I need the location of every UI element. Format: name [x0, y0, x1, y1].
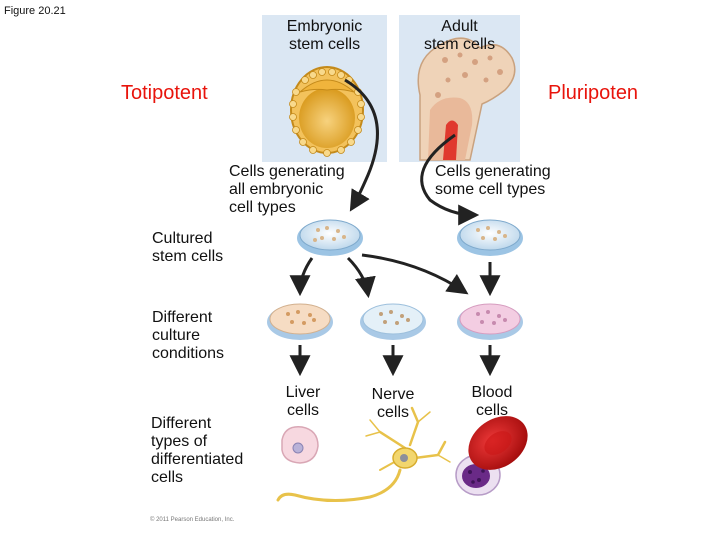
nerve-cell-illustration	[276, 406, 451, 503]
condition-dish-blood	[457, 303, 523, 340]
blood-cells-illustration	[455, 416, 528, 496]
figure-label: Figure 20.21	[4, 5, 66, 17]
totipotent-label: Totipotent	[121, 82, 208, 104]
condition-dish-nerve	[360, 303, 426, 340]
bone-illustration	[417, 37, 516, 161]
embryonic-cells-caption: Cells generating all embryonic cell type…	[229, 163, 345, 216]
pluripotent-label: Pluripoten	[548, 82, 639, 104]
blastocyst-illustration	[289, 66, 365, 157]
adult-cells-caption: Cells generating some cell types	[435, 163, 551, 198]
differentiated-cells-label: Different types of differentiated cells	[151, 415, 244, 486]
cultured-dish-adult	[457, 219, 523, 256]
copyright-notice: © 2011 Pearson Education, Inc.	[150, 517, 235, 523]
cultured-stem-cells-label: Cultured stem cells	[152, 230, 224, 265]
condition-dish-liver	[267, 303, 333, 340]
liver-cell-illustration	[281, 426, 319, 464]
embryonic-stem-cells-label: Embryonic stem cells	[286, 18, 363, 53]
liver-cells-label: Liver cells	[285, 384, 321, 419]
culture-conditions-label: Different culture conditions	[152, 309, 225, 362]
blood-cells-label: Blood cells	[471, 384, 513, 419]
cultured-dish-embryonic	[297, 219, 363, 256]
nerve-cells-label: Nerve cells	[371, 386, 415, 421]
adult-stem-cells-label: Adult stem cells	[423, 18, 496, 53]
